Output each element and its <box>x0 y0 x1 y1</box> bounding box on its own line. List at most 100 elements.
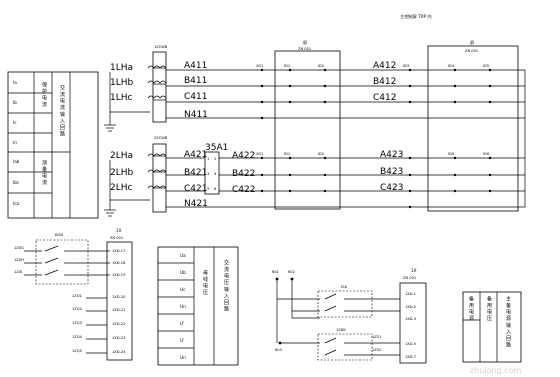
terminal-row: 1XD-7 <box>405 355 416 359</box>
wire-label: N411 <box>184 110 208 120</box>
row-label: Un <box>180 304 186 309</box>
wire-label: C412 <box>373 93 396 103</box>
row-label: U' <box>180 338 184 343</box>
ct-tap-label: 2LHb <box>110 168 134 178</box>
row-label: Un <box>180 355 186 360</box>
panel-subtitle: ZN 001 <box>465 49 478 53</box>
wire-label: B412 <box>373 77 396 87</box>
wire-label: A422 <box>232 151 255 161</box>
row-label: Ub <box>180 270 186 275</box>
terminal-row: 1XD-21 <box>112 308 125 312</box>
switch-label: 1SDK <box>336 328 346 332</box>
terminal-label: ID5 <box>483 64 489 68</box>
input-label: 1ZXH <box>14 258 24 262</box>
bus-lines <box>166 69 526 208</box>
measure-current-label: 测 量 电 流 <box>41 159 47 186</box>
terminal-side-label: 1ZS2 <box>372 348 381 352</box>
ac-current-loop-label: 交 流 电 流 输 入 回 路 <box>59 84 65 137</box>
wire-label: B421 <box>184 168 207 178</box>
wire-label: B423 <box>380 167 403 177</box>
wire-label: C411 <box>184 92 207 102</box>
ct-group-2: 2LHa 2LHb 2LHc 2ZCWB A421 B421 C421 N421 <box>104 136 208 217</box>
block-title: 1X <box>411 268 417 273</box>
input-label: 1ZXI <box>14 270 22 274</box>
row-label: Ibc <box>13 180 20 185</box>
terminal-row: 1XD-20 <box>112 295 126 299</box>
terminal-row: 1XD-1 <box>405 292 416 296</box>
panel-title: 屏 <box>470 40 474 46</box>
wire-label: B411 <box>184 76 207 86</box>
pin-label: 5 <box>207 187 209 191</box>
panel-header: 主控制屏 TXP 内 <box>400 13 432 20</box>
switch-label: 1KSX <box>54 233 64 237</box>
input-label: 601 <box>272 270 279 274</box>
voltage-switch-left: 1ZXG 1ZXH 1ZXI 1KSX <box>14 233 110 285</box>
row-label: Ica <box>13 201 20 206</box>
ct-terminal-label: 2ZCWB <box>154 136 168 140</box>
terminal-side-label: 1ZQ2 <box>72 307 82 311</box>
terminal-side-label: 1ZQ3 <box>72 321 82 325</box>
terminal-label: ID4 <box>448 64 455 68</box>
terminal-label: ID1 <box>284 64 290 68</box>
row-label: In <box>13 140 17 145</box>
wire-label: C422 <box>232 185 255 195</box>
block-title: 1X <box>116 228 122 233</box>
ct-group-1: 1LHa 1LHb 1LHc 1ZCWB A411 B411 C411 N411 <box>104 45 208 132</box>
panel-large: 主控制屏 TXP 内 屏 ZN 001 <box>400 13 519 212</box>
wire-label: A423 <box>380 150 403 160</box>
terminal-label: 2D1 <box>256 152 263 156</box>
standby-voltage-label: 备 用 电 压 <box>486 295 492 322</box>
wire-label: C423 <box>380 183 403 193</box>
terminal-row: 1XD-17 <box>112 249 125 253</box>
wire-label: N421 <box>184 199 208 209</box>
terminal-label: ID1 <box>284 152 290 156</box>
terminal-label: ID2 <box>318 152 324 156</box>
terminal-row: 1XD-23 <box>112 336 125 340</box>
panel-small: 屏 ZN 001 <box>274 40 341 210</box>
ac-voltage-loop-label: 交 流 电 压 输 入 回 路 <box>223 259 229 312</box>
relay-block-35a1: 35A1 1 2 3 4 5 6 A422 B422 C422 <box>204 143 255 195</box>
terminal-row: 1XD-18 <box>112 261 126 265</box>
panel-title: 屏 <box>303 40 307 46</box>
protection-current-label: 保 护 电 流 <box>41 81 47 108</box>
wire-label: A411 <box>184 61 207 71</box>
ct-tap-label: 1LHb <box>110 78 134 88</box>
block-subtitle: ZN 001 <box>403 276 416 280</box>
terminal-markers-upper: 2D1 ID1 ID2 ID3 ID4 ID5 A412 B412 C412 <box>256 61 492 120</box>
wire-label: A421 <box>184 150 207 160</box>
terminal-block-right: 1X ZN 001 1XD-1 1XD-2 1XD-3 1XD-5 1XD-7 … <box>372 268 427 364</box>
ct-terminal-label: 1ZCWB <box>154 45 168 49</box>
row-label: Uc <box>180 287 186 292</box>
terminal-side-label: 1ZS1 <box>372 335 381 339</box>
pin-label: 3 <box>207 172 209 176</box>
voltage-switch-right: 601 602 603 1SK 1SDK <box>272 270 400 361</box>
bus-voltage-label: 母 线 电 压 <box>202 270 208 296</box>
terminal-side-label: 1ZQ1 <box>72 294 82 298</box>
ct-tap-label: 1LHa <box>110 63 133 73</box>
standby-power-label: 备 用 电 源 <box>468 295 474 322</box>
watermark: zhulong.com <box>470 366 521 375</box>
pin-label: 4 <box>214 172 217 176</box>
terminal-block-left: 1X ZN 001 1XD-17 1XD-18 1XD-19 1XD-20 1X… <box>72 228 133 361</box>
row-label: Ib <box>13 100 17 105</box>
terminal-row: 1XD-3 <box>405 317 416 321</box>
block-label: 35A1 <box>205 143 228 153</box>
row-label: Ia <box>13 80 17 85</box>
row-label: Iab <box>13 159 20 164</box>
pin-label: 1 <box>207 157 209 161</box>
current-input-table: Ia Ib Ic In Iab Ibc Ica 保 护 电 流 测 量 电 流 … <box>7 71 99 219</box>
terminal-side-label: 1ZQ4 <box>72 335 83 339</box>
input-label: 1ZXG <box>14 246 24 250</box>
terminal-row: 1XD-22 <box>112 322 125 326</box>
terminal-row: 1XD-19 <box>112 273 126 277</box>
terminal-markers-lower: 2D1 ID1 ID2 ID5 ID6 A423 B423 C423 <box>256 150 492 209</box>
wire-label: B422 <box>232 169 255 179</box>
terminal-label: ID2 <box>318 64 324 68</box>
terminal-label: ID5 <box>448 152 454 156</box>
input-label: 602 <box>288 270 295 274</box>
terminal-row: 1XD-2 <box>405 305 416 309</box>
row-label: Ic <box>13 120 17 125</box>
ct-tap-label: 2LHa <box>110 151 133 161</box>
pin-label: 2 <box>214 157 216 161</box>
